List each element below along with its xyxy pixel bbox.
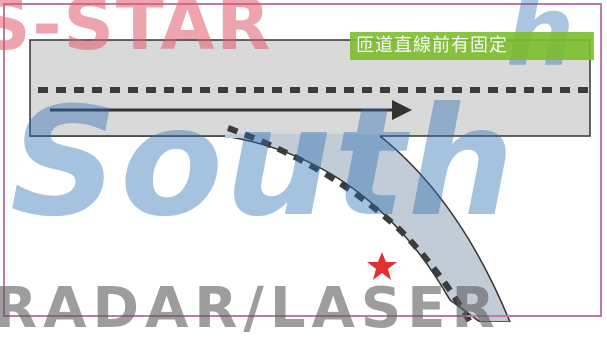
ramp-lane-divider: [226, 125, 473, 322]
ramp-junction: [225, 134, 380, 138]
caption-banner: 匝道直線前有固定: [350, 32, 594, 60]
ramp-lane: [30, 135, 511, 322]
road-diagram: [29, 39, 592, 322]
star-icon: [367, 252, 397, 280]
direction-arrow-head: [392, 100, 412, 120]
